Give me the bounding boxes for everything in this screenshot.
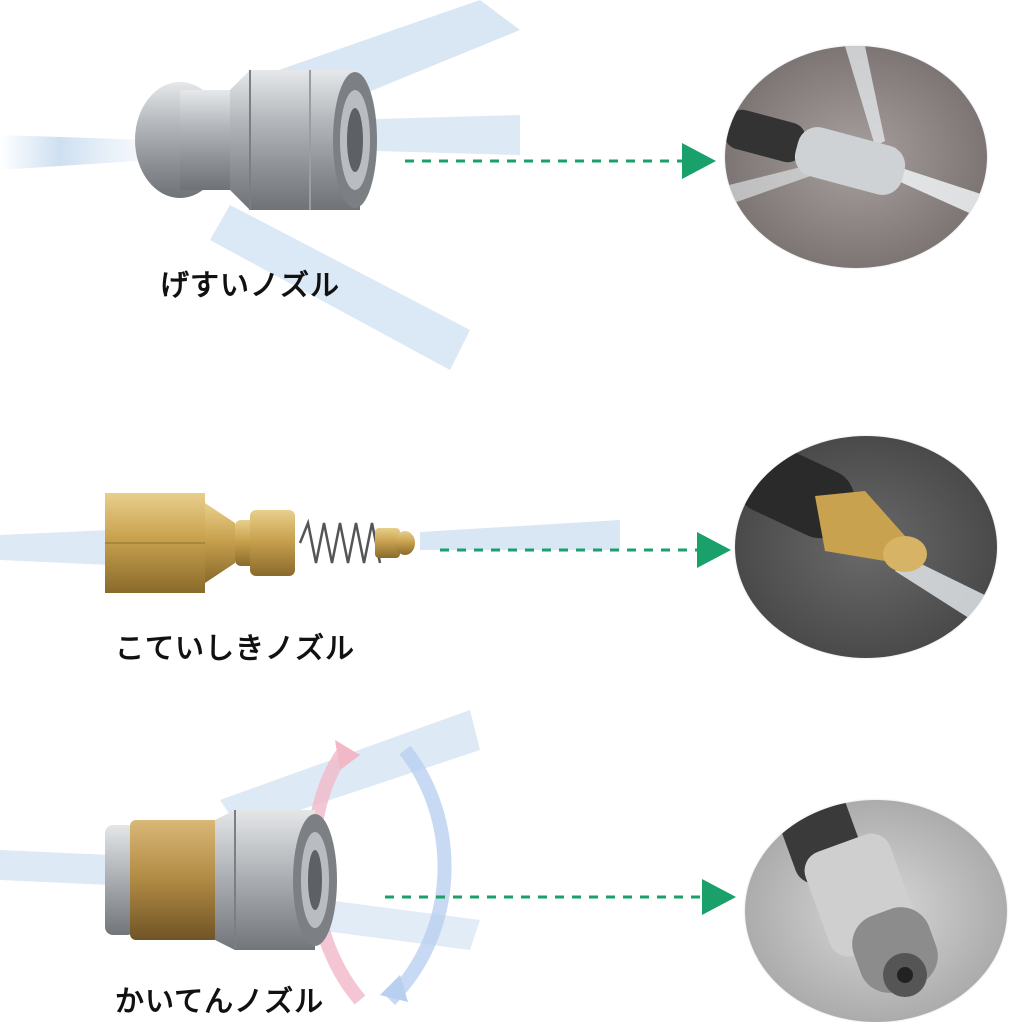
- nozzle-label: かいてんノズル: [115, 984, 325, 1018]
- arrow-right-icon: [440, 532, 731, 568]
- rotating-nozzle-usage-photo: [745, 800, 1007, 1022]
- rotating-nozzle-image: [105, 810, 337, 950]
- fixed-nozzle-usage-photo: [735, 436, 997, 658]
- arrow-right-icon: [405, 143, 716, 179]
- sewer-nozzle-image: [135, 70, 377, 210]
- nozzle-label: げすいノズル: [160, 268, 341, 302]
- nozzle-row-rotating: かいてんノズル: [0, 710, 1009, 1022]
- fixed-nozzle-image: [105, 493, 415, 593]
- water-spray: [0, 520, 620, 565]
- nozzle-label: こていしきノズル: [115, 631, 356, 665]
- arrow-right-icon: [385, 879, 736, 915]
- nozzle-row-sewer: げすいノズル: [0, 0, 1009, 380]
- nozzle-row-fixed: こていしきノズル: [0, 420, 1009, 680]
- sewer-nozzle-usage-photo: [725, 46, 987, 268]
